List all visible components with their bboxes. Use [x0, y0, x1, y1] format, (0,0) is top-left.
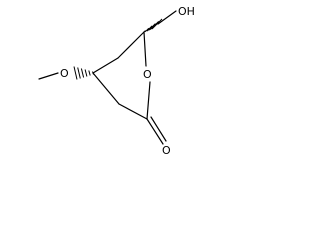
hashed-wedge-c6	[143, 18, 163, 33]
ring-bonds	[92, 31, 151, 120]
ring-oxygen-label: O	[143, 68, 152, 81]
bond-c3-c4	[92, 72, 120, 105]
methoxy-oxygen-label: O	[60, 67, 69, 80]
bond-c4-c5	[92, 57, 119, 74]
bond-c2-c3	[118, 103, 148, 120]
hashed-wedge-c4	[73, 66, 94, 80]
molecule-structure: O O OH O	[38, 5, 195, 155]
bond-c5-c6	[117, 31, 145, 59]
bond-o1-c2	[146, 81, 151, 120]
bond-c2-o-secondary	[150, 116, 167, 142]
bond-o-ch3	[38, 72, 59, 80]
bond-c2-o-primary	[146, 118, 164, 145]
hydroxyl-label: OH	[178, 5, 195, 18]
carbonyl-oxygen-label: O	[162, 144, 171, 155]
carbonyl-double-bond	[146, 116, 167, 145]
bond-c6-o1	[143, 31, 147, 67]
bond-ch2-oh	[157, 10, 177, 25]
